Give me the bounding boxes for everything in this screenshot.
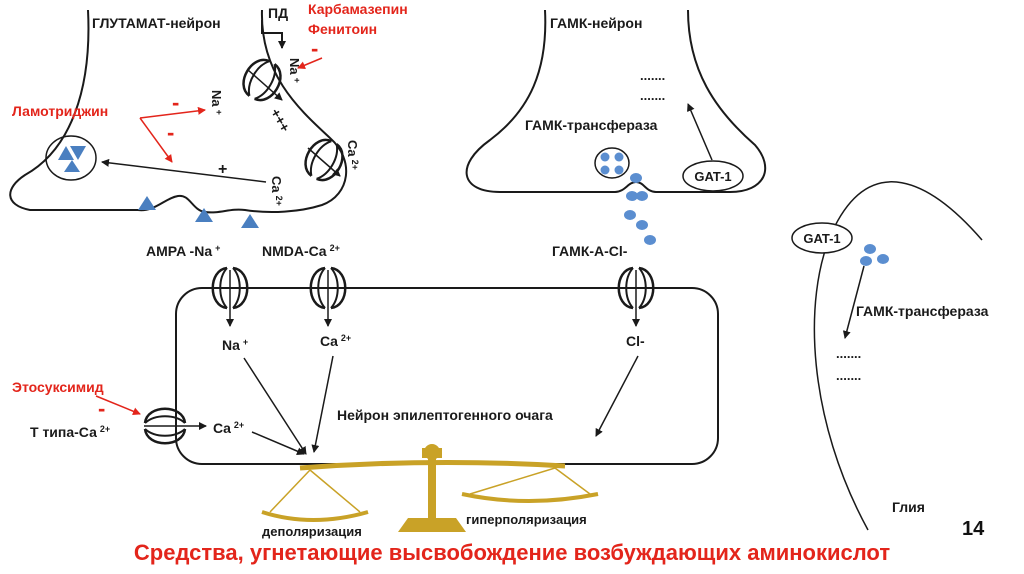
phenytoin-label: Фенитоин [308,21,377,37]
gat1-to-transferase-arrow [687,103,713,161]
ca-channel-icon [304,138,344,182]
glia-label: Глия [892,499,925,515]
gaba-molecule-icon [636,220,648,230]
plus-plus-plus-label: +++ [267,106,293,135]
balance-scale-icon [261,444,599,532]
gaba-molecule-icon [600,165,610,175]
glutamate-molecule-icon [64,160,80,172]
na-label-left: Na+ [209,90,224,115]
na-influx-arrow [247,69,283,101]
page-number: 14 [962,518,985,540]
lamotrigine-arrow-1 [139,106,206,119]
drug-inhibition-arrow [297,57,323,69]
gat1-top-label: GAT-1 [694,169,731,184]
action-potential-arrow [261,20,286,49]
glia-uptake-arrow [842,265,865,339]
gaba-molecule-icon [624,210,636,220]
glutamate-molecule-icon [138,196,156,210]
glutamate-vesicle [45,135,97,181]
ca-to-vesicle-arrow [101,158,267,183]
glutamate-neuron-title: ГЛУТАМАТ-нейрон [92,15,221,31]
ampa-label: AMPA -Na+ [146,243,220,259]
nmda-channel-icon [309,266,347,310]
lamotrigine-label: Ламотриджин [12,103,108,119]
t-ca-to-center-arrow [251,431,305,455]
slide-caption: Средства, угнетающие высвобождение возбу… [133,540,891,565]
gaba-molecule-icon [614,152,624,162]
gaba-molecule-icon [860,256,872,266]
gat1-transporter [682,160,744,192]
cl-to-center-arrow [595,355,639,437]
minus-sign-ethosuximide: - [98,396,105,421]
hyperpolarization-label: гиперполяризация [466,512,587,527]
ethosuximide-label: Этосуксимид [12,379,104,395]
minus-sign-lamotrigine-2: - [167,120,174,145]
gaba-vesicle [594,147,630,179]
dots-gaba-2: ....... [640,88,665,103]
depolarization-label: деполяризация [262,524,362,539]
dots-glia-2: ....... [836,368,861,383]
ca-influx-arrow [307,147,341,177]
glutamate-molecule-icon [241,214,259,228]
gaba-molecule-icon [600,152,610,162]
lamotrigine-arrow-2 [139,117,173,163]
gaba-molecule-icon [636,191,648,201]
ca-to-center-arrow [311,355,334,453]
gaba-neuron-title: ГАМК-нейрон [550,15,642,31]
gaba-molecule-icon [877,254,889,264]
glutamate-molecule-icon [70,146,86,160]
ca-label-right: Ca2+ [345,140,360,170]
dots-glia-1: ....... [836,346,861,361]
minus-sign-lamotrigine-1: - [172,90,179,115]
carbamazepine-label: Карбамазепин [308,1,408,17]
na-label-right: Na+ [287,58,302,83]
gaba-a-label: ГАМК-А-Cl- [552,243,628,259]
gaba-molecule-icon [864,244,876,254]
na-to-center-arrow [243,357,307,455]
ap-label: ПД [268,5,288,21]
cl-inside-label: Cl- [626,333,645,349]
minus-sign-top: - [311,36,318,61]
gaba-molecule-icon [614,165,624,175]
gat1-glia-label: GAT-1 [803,231,840,246]
glutamate-molecule-icon [58,146,74,160]
gat1-glia-transporter [791,222,853,254]
gaba-molecule-icon [644,235,656,245]
plus-label: + [218,161,227,178]
ampa-channel-icon [211,266,249,310]
na-inside-label: Na+ [222,337,248,353]
epileptic-neuron-label: Нейрон эпилептогенного очага [337,407,553,423]
gaba-transferase-glia-label: ГАМК-трансфераза [856,303,989,319]
gaba-molecule-icon [626,191,638,201]
gaba-a-channel-icon [617,266,655,310]
ethosuximide-arrow [95,395,141,416]
gaba-molecule-icon [630,173,642,183]
gaba-transferase-label: ГАМК-трансфераза [525,117,658,133]
dots-gaba-1: ....... [640,68,665,83]
ca-label-left: Ca2+ [269,176,284,206]
t-type-ca-channel-icon [143,407,187,445]
glutamate-molecule-icon [195,208,213,222]
